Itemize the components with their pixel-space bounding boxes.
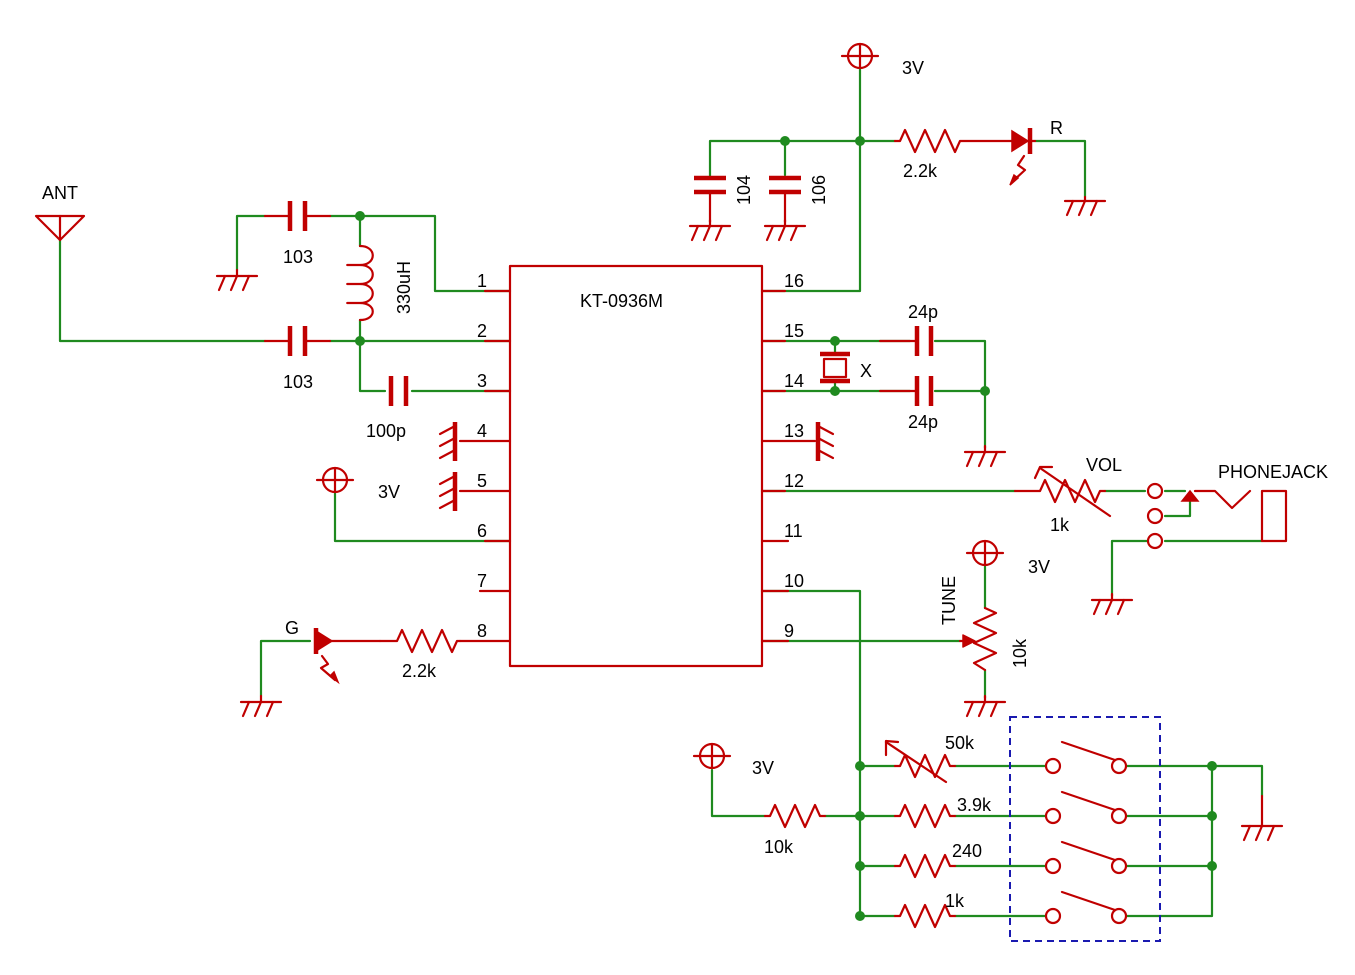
resistor-icon (763, 803, 827, 829)
pin-number: 9 (784, 621, 794, 641)
dip-switch-outline (1009, 716, 1161, 942)
antenna-icon (34, 214, 86, 242)
wires (58, 66, 1264, 918)
led-icon (313, 628, 382, 685)
pin-number: 14 (784, 371, 804, 391)
capacitor-value: 24p (908, 412, 938, 432)
pin-number: 15 (784, 321, 804, 341)
supply-label: 3V (378, 482, 400, 502)
pin-number: 11 (784, 521, 803, 541)
switch-icon (1044, 840, 1128, 875)
capacitor-value: 24p (908, 302, 938, 322)
resistor-value: 3.9k (957, 795, 992, 815)
power-icon (692, 742, 732, 770)
pin-number: 13 (784, 421, 804, 441)
pin-number: 3 (477, 371, 487, 391)
ground-icon (438, 422, 458, 461)
supply-label: 3V (1028, 557, 1050, 577)
variable-resistor-icon (884, 739, 957, 784)
crystal-icon (820, 351, 850, 384)
ground-icon (963, 450, 1007, 468)
potentiometer-icon (1013, 465, 1112, 518)
ic-kt0936m: KT-0936M 1 2 3 4 5 6 7 8 16 15 14 13 12 … (458, 264, 817, 668)
capacitor-value: 104 (734, 175, 754, 205)
resistor-icon (893, 853, 957, 879)
ground-icon (1063, 199, 1107, 217)
capacitor-icon (263, 326, 332, 356)
led-label: G (285, 618, 299, 638)
pin-number: 2 (477, 321, 487, 341)
inductor-value: 330uH (394, 261, 414, 314)
capacitor-icon (878, 376, 934, 406)
power-icon (315, 466, 355, 494)
capacitor-icon (263, 201, 332, 231)
ground-icon (1240, 824, 1284, 842)
switch-icon (1044, 890, 1128, 925)
pin-number: 16 (784, 271, 804, 291)
pin-number: 6 (477, 521, 487, 541)
capacitor-icon (769, 175, 801, 224)
pin-number: 7 (477, 571, 487, 591)
resistor-value: 2.2k (402, 661, 437, 681)
capacitor-icon (388, 376, 409, 406)
phonejack-label: PHONEJACK (1218, 462, 1328, 482)
ground-icon (438, 472, 458, 511)
resistor-icon (893, 903, 957, 929)
ground-icon (215, 268, 259, 292)
led-icon (1009, 128, 1037, 186)
switch-icon (1044, 790, 1128, 825)
pot-value: 1k (1050, 515, 1070, 535)
resistor-icon (893, 803, 957, 829)
ground-icon (963, 700, 1007, 718)
resistor-value: 240 (952, 841, 982, 861)
resistor-value: 50k (945, 733, 975, 753)
capacitor-value: 106 (809, 175, 829, 205)
supply-label: 3V (902, 58, 924, 78)
antenna-label: ANT (42, 183, 78, 203)
supply-label: 3V (752, 758, 774, 778)
pin-number: 10 (784, 571, 804, 591)
junction-dots (355, 136, 1217, 921)
capacitor-icon (694, 175, 726, 224)
resistor-value: 10k (764, 837, 794, 857)
ic-part-label: KT-0936M (580, 291, 663, 311)
crystal-label: X (860, 361, 872, 381)
pin-number: 12 (784, 471, 804, 491)
ground-icon (688, 224, 732, 242)
ground-icon (763, 224, 807, 242)
inductor-icon (346, 244, 374, 322)
pot-label: VOL (1086, 455, 1122, 475)
resistor-value: 1k (945, 891, 965, 911)
pin-number: 8 (477, 621, 487, 641)
ic-pin-numbers: 1 2 3 4 5 6 7 8 16 15 14 13 12 11 10 9 (477, 271, 804, 641)
resistor-icon (378, 628, 462, 654)
pin-number: 1 (477, 271, 487, 291)
resistor-icon (893, 128, 1014, 154)
capacitor-value: 100p (366, 421, 406, 441)
phonejack-icon (1146, 482, 1288, 550)
capacitor-value: 103 (283, 247, 313, 267)
power-icon (965, 539, 1005, 567)
ground-icon (239, 700, 283, 718)
capacitor-value: 103 (283, 372, 313, 392)
potentiometer-icon (958, 606, 998, 672)
led-label: R (1050, 118, 1063, 138)
pin-number: 4 (477, 421, 487, 441)
switch-icon (1044, 740, 1128, 775)
pot-value: 10k (1010, 638, 1030, 668)
capacitor-icon (878, 326, 934, 356)
power-icon (840, 42, 880, 70)
pot-label: TUNE (939, 576, 959, 625)
pin-number: 5 (477, 471, 487, 491)
ground-icon (815, 422, 835, 461)
resistor-value: 2.2k (903, 161, 938, 181)
ground-icon (1090, 598, 1134, 616)
